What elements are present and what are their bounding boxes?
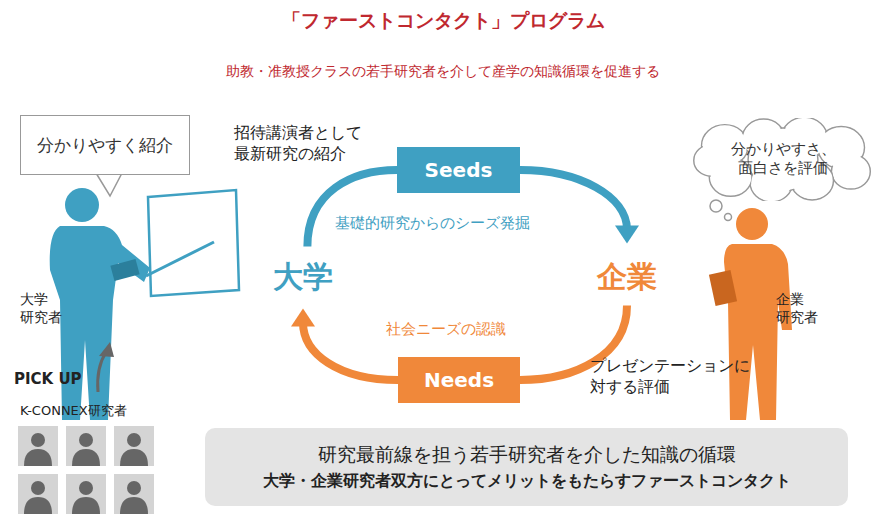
arrowhead bbox=[291, 309, 315, 327]
icon-head bbox=[127, 481, 141, 495]
icon-frame bbox=[66, 474, 106, 514]
icon-head bbox=[31, 481, 45, 495]
pickup-arrowhead bbox=[99, 342, 114, 357]
icon-frame bbox=[114, 474, 154, 514]
icon-head bbox=[127, 433, 141, 447]
node-text: 大学 bbox=[273, 257, 333, 296]
cycle-arc bbox=[303, 323, 398, 381]
thought-dot bbox=[710, 200, 722, 212]
text-label: プレゼンテーションに 対する評価 bbox=[590, 356, 750, 398]
icon-body bbox=[120, 497, 148, 514]
node-text: Needs bbox=[424, 367, 494, 393]
icon-frame bbox=[18, 426, 58, 466]
text-label: 大学 研究者 bbox=[20, 290, 62, 326]
icon-body bbox=[120, 449, 148, 466]
text-label: 企業 研究者 bbox=[776, 290, 818, 326]
text-label: 社会ニーズの認識 bbox=[386, 320, 506, 340]
icon-frame bbox=[114, 426, 154, 466]
icon-body bbox=[24, 449, 52, 466]
cloud-fill bbox=[695, 118, 869, 200]
bubble-tail bbox=[96, 173, 122, 196]
icon-head bbox=[31, 433, 45, 447]
text-label: 助教・准教授クラスの若手研究者を介して産学の知識循環を促進する bbox=[226, 62, 660, 80]
needs-box: Needs bbox=[398, 357, 520, 403]
icon-frame bbox=[18, 474, 58, 514]
icon-head bbox=[79, 433, 93, 447]
title: 「ファーストコンタクト」プログラム bbox=[282, 8, 605, 33]
icon-head bbox=[79, 481, 93, 495]
notebook bbox=[709, 270, 737, 306]
cycle-arc bbox=[520, 170, 627, 230]
cloud-stroke bbox=[694, 118, 871, 201]
text-label: 招待講演者として 最新研究の紹介 bbox=[234, 123, 362, 165]
whiteboard bbox=[148, 190, 239, 296]
notes bbox=[110, 259, 139, 281]
node-subtext: 大学・企業研究者双方にとってメリットをもたらすファーストコンタクト bbox=[263, 471, 791, 492]
company-label: 企業 bbox=[583, 247, 671, 306]
researcher-icons bbox=[18, 426, 154, 514]
text-label: K-CONNEX研究者 bbox=[20, 403, 127, 420]
node-text: 分かりやすく紹介 bbox=[37, 134, 173, 156]
arrowhead bbox=[615, 226, 639, 244]
cloud-lobe-fill bbox=[833, 155, 869, 188]
summary-band: 研究最前線を担う若手研究者を介した知識の循環大学・企業研究者双方にとってメリット… bbox=[205, 428, 848, 506]
cycle-arc bbox=[307, 170, 397, 247]
icon-frame bbox=[66, 426, 106, 466]
text-label: 基礎的研究からのシーズ発掘 bbox=[335, 214, 530, 234]
pointer bbox=[146, 242, 214, 276]
thought-cloud: 分かりやすさ、 面白さを評価 bbox=[686, 118, 880, 201]
university-label: 大学 bbox=[259, 247, 347, 306]
pickup-arrow bbox=[98, 352, 106, 392]
icon-body bbox=[24, 497, 52, 514]
node-text: Seeds bbox=[425, 157, 493, 183]
icon-body bbox=[72, 449, 100, 466]
speech-bubble: 分かりやすく紹介 bbox=[20, 115, 190, 175]
cloud-lobe-fill bbox=[695, 145, 727, 174]
text-label: PICK UP bbox=[14, 370, 82, 390]
node-text: 研究最前線を担う若手研究者を介した知識の循環 bbox=[318, 442, 736, 467]
node-text: 企業 bbox=[597, 257, 657, 296]
node-text: 分かりやすさ、 面白さを評価 bbox=[731, 140, 836, 179]
seeds-box: Seeds bbox=[397, 147, 520, 193]
thought-dot bbox=[725, 214, 732, 221]
icon-body bbox=[72, 497, 100, 514]
